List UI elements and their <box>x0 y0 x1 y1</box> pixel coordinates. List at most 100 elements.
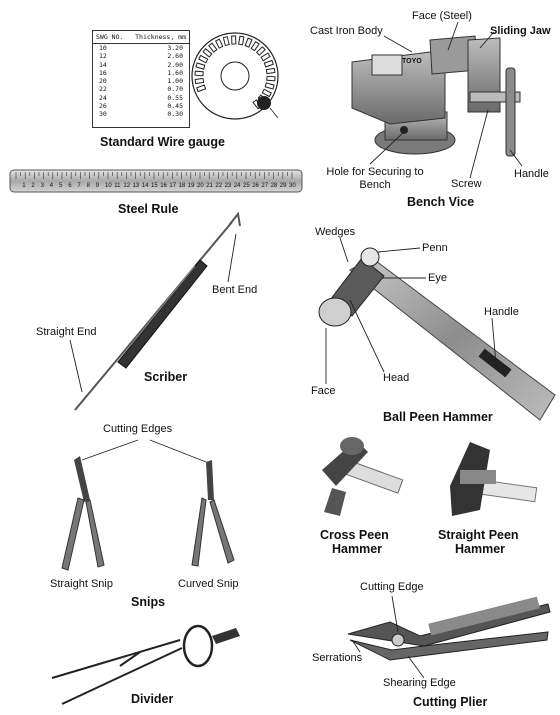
rule-tick-label: 24 <box>233 183 241 189</box>
rule-tick-label: 13 <box>132 183 140 189</box>
straight-peen-caption-1: Straight Peen <box>438 528 519 542</box>
vice-hole-label: Hole for Securing to Bench <box>326 166 424 191</box>
gauge-slot <box>264 82 275 90</box>
gauge-slot <box>238 35 245 46</box>
thickness-value: 1.00 <box>167 77 183 86</box>
divider-caption: Divider <box>131 692 174 706</box>
rule-tick-label: 20 <box>197 183 204 189</box>
rule-tick-label: 3 <box>40 183 44 189</box>
rule-tick-label: 19 <box>187 183 195 189</box>
gauge-slot <box>194 77 205 85</box>
leader-lines <box>69 21 523 679</box>
swg-value: 30 <box>99 110 107 119</box>
thickness-value: 0.30 <box>167 110 183 119</box>
rule-tick-label: 15 <box>151 183 158 189</box>
gauge-slot <box>202 48 213 58</box>
vice-brand: TOYO <box>402 58 422 65</box>
rule-tick-label: 18 <box>178 183 186 189</box>
thickness-header: Thickness, mm <box>135 33 186 41</box>
rule-tick-label: 21 <box>206 183 213 189</box>
gauge-slot <box>222 36 230 47</box>
wire-gauge-caption: Standard Wire gauge <box>100 135 225 149</box>
rule-tick-label: 30 <box>289 183 296 189</box>
thickness-value: 3.20 <box>167 44 183 52</box>
vice-handle-label: Handle <box>514 168 549 180</box>
plier-serrations-label: Serrations <box>312 652 363 664</box>
bench-vice-art <box>351 35 521 157</box>
divider-art <box>51 624 240 705</box>
hammer-penn-label: Penn <box>422 242 448 254</box>
thickness-value: 0.55 <box>167 93 183 102</box>
rule-tick-label: 27 <box>261 183 269 189</box>
thickness-value: 2.60 <box>167 52 183 61</box>
swg-value: 12 <box>99 52 107 61</box>
plier-shearing-label: Shearing Edge <box>383 677 456 689</box>
snips-straight-label: Straight Snip <box>50 578 113 590</box>
gauge-slot <box>231 35 237 45</box>
plier-cutting-label: Cutting Edge <box>360 581 424 593</box>
rule-tick-label: 2 <box>31 183 35 189</box>
gauge-slot <box>195 62 206 70</box>
bench-vice-caption: Bench Vice <box>407 195 475 209</box>
vice-jaw-label: Sliding Jaw <box>490 25 551 37</box>
gauge-slot <box>255 46 266 56</box>
steel-rule-body <box>9 169 303 193</box>
wire-gauge-disc <box>191 32 279 120</box>
gauge-slot <box>250 41 260 52</box>
wire-gauge-table-header: SWG NO. Thickness, mm <box>93 31 189 44</box>
gauge-slot <box>214 38 224 49</box>
snips-curved-label: Curved Snip <box>178 578 239 590</box>
vice-face-label: Face (Steel) <box>412 10 472 22</box>
hammer-face-label: Face <box>311 385 336 397</box>
ball-peen-caption: Ball Peen Hammer <box>383 410 493 424</box>
thickness-value: 0.70 <box>167 85 183 94</box>
hammer-eye-label: Eye <box>428 272 447 284</box>
rule-tick-label: 29 <box>279 183 287 189</box>
rule-tick-label: 4 <box>49 183 54 189</box>
swg-value: 10 <box>99 44 107 52</box>
rule-tick-label: 7 <box>77 183 81 189</box>
cross-peen-caption-2: Hammer <box>332 542 383 556</box>
gauge-slot <box>261 88 272 98</box>
rule-tick-label: 8 <box>86 183 90 189</box>
rule-tick-label: 28 <box>270 183 278 189</box>
scriber-art <box>74 211 241 411</box>
thickness-value: 1.60 <box>167 68 183 77</box>
gauge-slot <box>260 52 271 62</box>
steel-rule-caption: Steel Rule <box>118 202 179 216</box>
rule-tick-label: 16 <box>160 183 167 189</box>
thickness-value: 0.45 <box>167 102 183 111</box>
gauge-slot <box>265 67 276 75</box>
rule-tick-label: 1 <box>22 183 26 189</box>
scriber-straight-label: Straight End <box>36 326 97 338</box>
vice-screw-label: Screw <box>451 178 482 190</box>
gauge-slot <box>263 59 274 68</box>
swg-value: 14 <box>99 60 107 69</box>
rule-tick-label: 11 <box>114 183 121 189</box>
gauge-slot <box>208 42 218 53</box>
cross-peen-art <box>322 437 404 516</box>
straight-peen-art <box>450 442 538 516</box>
cutting-plier-caption: Cutting Plier <box>413 695 488 709</box>
hammer-handle-label: Handle <box>484 306 519 318</box>
swg-value: 16 <box>99 68 107 77</box>
gauge-slot <box>266 75 276 82</box>
rule-tick-label: 26 <box>252 183 259 189</box>
snips-edges-label: Cutting Edges <box>103 423 173 435</box>
gauge-slot <box>198 54 209 64</box>
snips-caption: Snips <box>131 595 166 609</box>
rule-tick-label: 23 <box>224 183 232 189</box>
rule-tick-label: 5 <box>59 183 63 189</box>
cutting-plier-art <box>347 596 551 661</box>
ball-peen-art <box>318 247 556 421</box>
rule-tick-label: 12 <box>123 183 131 189</box>
rule-tick-label: 9 <box>95 183 100 189</box>
straight-peen-caption-2: Hammer <box>455 542 506 556</box>
rule-tick-label: 14 <box>141 183 149 189</box>
